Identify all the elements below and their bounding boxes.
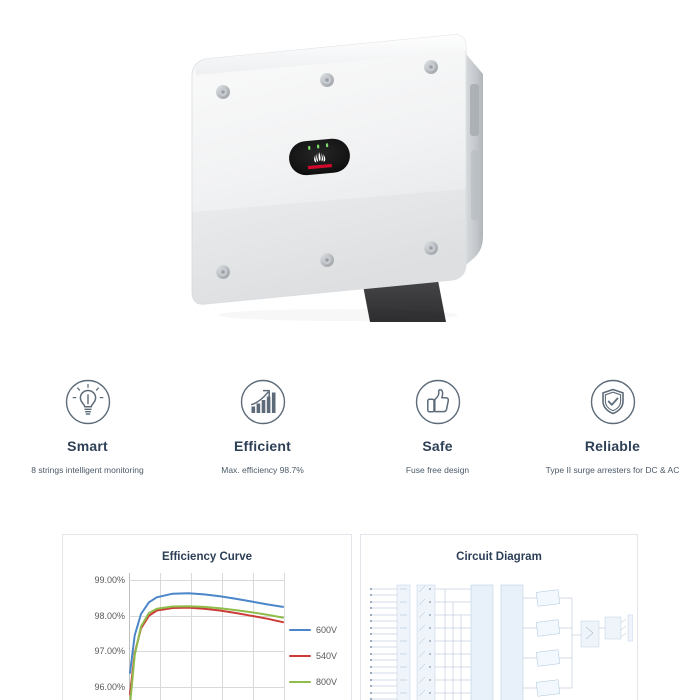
led-indicators <box>308 143 329 150</box>
side-panel-seam <box>471 150 478 220</box>
legend-item[interactable]: 600V <box>289 617 351 643</box>
grid-line-horizontal <box>129 580 284 582</box>
grid-line-horizontal <box>129 651 284 653</box>
feature-subtitle: Max. efficiency 98.7% <box>221 465 304 475</box>
cards-row: Efficiency Curve 99.00% 98.00% 97.00% 96.00… <box>0 534 700 700</box>
feature-subtitle: 8 strings intelligent monitoring <box>31 465 144 475</box>
feature-title: Reliable <box>584 438 641 454</box>
circuit-diagram-card: Circuit Diagram <box>360 534 638 700</box>
grid-line-vertical <box>191 573 192 700</box>
shield-check-icon <box>589 378 637 426</box>
y-axis-labels: 99.00% 98.00% 97.00% 96.00% <box>69 569 125 700</box>
dc-bus <box>435 588 471 700</box>
product-shadow <box>218 309 458 321</box>
screw-group <box>216 60 438 279</box>
inverter-illustration <box>191 34 483 322</box>
y-axis-tick-label: 98.00% <box>94 610 125 621</box>
grid-line-vertical <box>222 573 223 700</box>
side-vent <box>470 84 479 136</box>
circuit-schematic <box>370 584 634 700</box>
screw-top-left <box>216 85 230 99</box>
inverter-top-bevel <box>195 34 466 75</box>
series-line <box>129 605 284 700</box>
screw-bottom-center <box>320 253 334 267</box>
screw-top-center <box>320 73 334 87</box>
feature-reliable: Reliable Type II surge arresters for DC … <box>525 378 700 488</box>
features-row: Smart 8 strings intelligent monitoring E… <box>0 378 700 488</box>
chart-plot-area <box>129 573 285 700</box>
feature-efficient: Efficient Max. efficiency 98.7% <box>175 378 350 488</box>
legend-label: 600V <box>316 625 338 635</box>
efficiency-curve-card: Efficiency Curve 99.00% 98.00% 97.00% 96.00… <box>62 534 352 700</box>
efficiency-chart: 99.00% 98.00% 97.00% 96.00% 600V 540V 800V <box>63 569 353 700</box>
logo-indicator-panel <box>289 138 350 176</box>
bar-chart-growth-icon <box>239 378 287 426</box>
efficiency-card-title: Efficiency Curve <box>161 551 253 563</box>
screw-top-right <box>424 60 438 74</box>
feature-subtitle: Type II surge arresters for DC & AC <box>545 465 680 475</box>
input-terminals <box>371 588 397 700</box>
string-protection-col <box>400 588 407 694</box>
thumbs-up-icon <box>414 378 462 426</box>
grid-line-vertical <box>160 573 161 700</box>
y-axis-line <box>129 573 130 700</box>
grid-line-horizontal <box>129 615 284 617</box>
legend-color-swatch <box>289 628 311 632</box>
y-axis-tick-label: 96.00% <box>94 682 125 693</box>
grid-line-vertical <box>253 573 254 700</box>
lightbulb-icon <box>64 378 112 426</box>
legend-item[interactable]: 800V <box>289 669 351 695</box>
y-axis-tick-label: 99.00% <box>94 575 125 586</box>
feature-subtitle: Fuse free design <box>405 465 470 475</box>
series-line <box>129 592 284 674</box>
dc-switch-col <box>418 585 426 697</box>
screw-bottom-right <box>424 241 438 255</box>
y-axis-tick-label: 97.00% <box>94 646 125 657</box>
series-line <box>129 606 284 696</box>
screw-bottom-left <box>216 265 230 279</box>
circuit-diagram <box>367 583 634 700</box>
feature-title: Safe <box>422 438 453 454</box>
legend-label: 800V <box>316 677 338 687</box>
inverter-image <box>178 32 508 322</box>
feature-title: Smart <box>67 438 108 454</box>
product-hero <box>178 32 508 322</box>
feature-safe: Safe Fuse free design <box>350 378 525 488</box>
chart-legend: 600V 540V 800V <box>289 617 351 695</box>
legend-item[interactable]: 540V <box>289 643 351 669</box>
output-relay <box>620 618 627 638</box>
feature-smart: Smart 8 strings intelligent monitoring <box>0 378 175 488</box>
efficiency-series-svg <box>129 592 284 700</box>
legend-color-swatch <box>289 654 311 658</box>
huawei-wordmark <box>307 163 332 170</box>
circuit-card-title: Circuit Diagram <box>456 551 542 563</box>
grid-line-vertical <box>284 573 285 700</box>
inverter-bridges <box>523 589 581 697</box>
feature-title: Efficient <box>233 438 292 454</box>
grid-line-horizontal <box>129 687 284 689</box>
huawei-logo-icon <box>314 152 326 163</box>
legend-label: 540V <box>316 651 338 661</box>
legend-color-swatch <box>289 680 311 684</box>
